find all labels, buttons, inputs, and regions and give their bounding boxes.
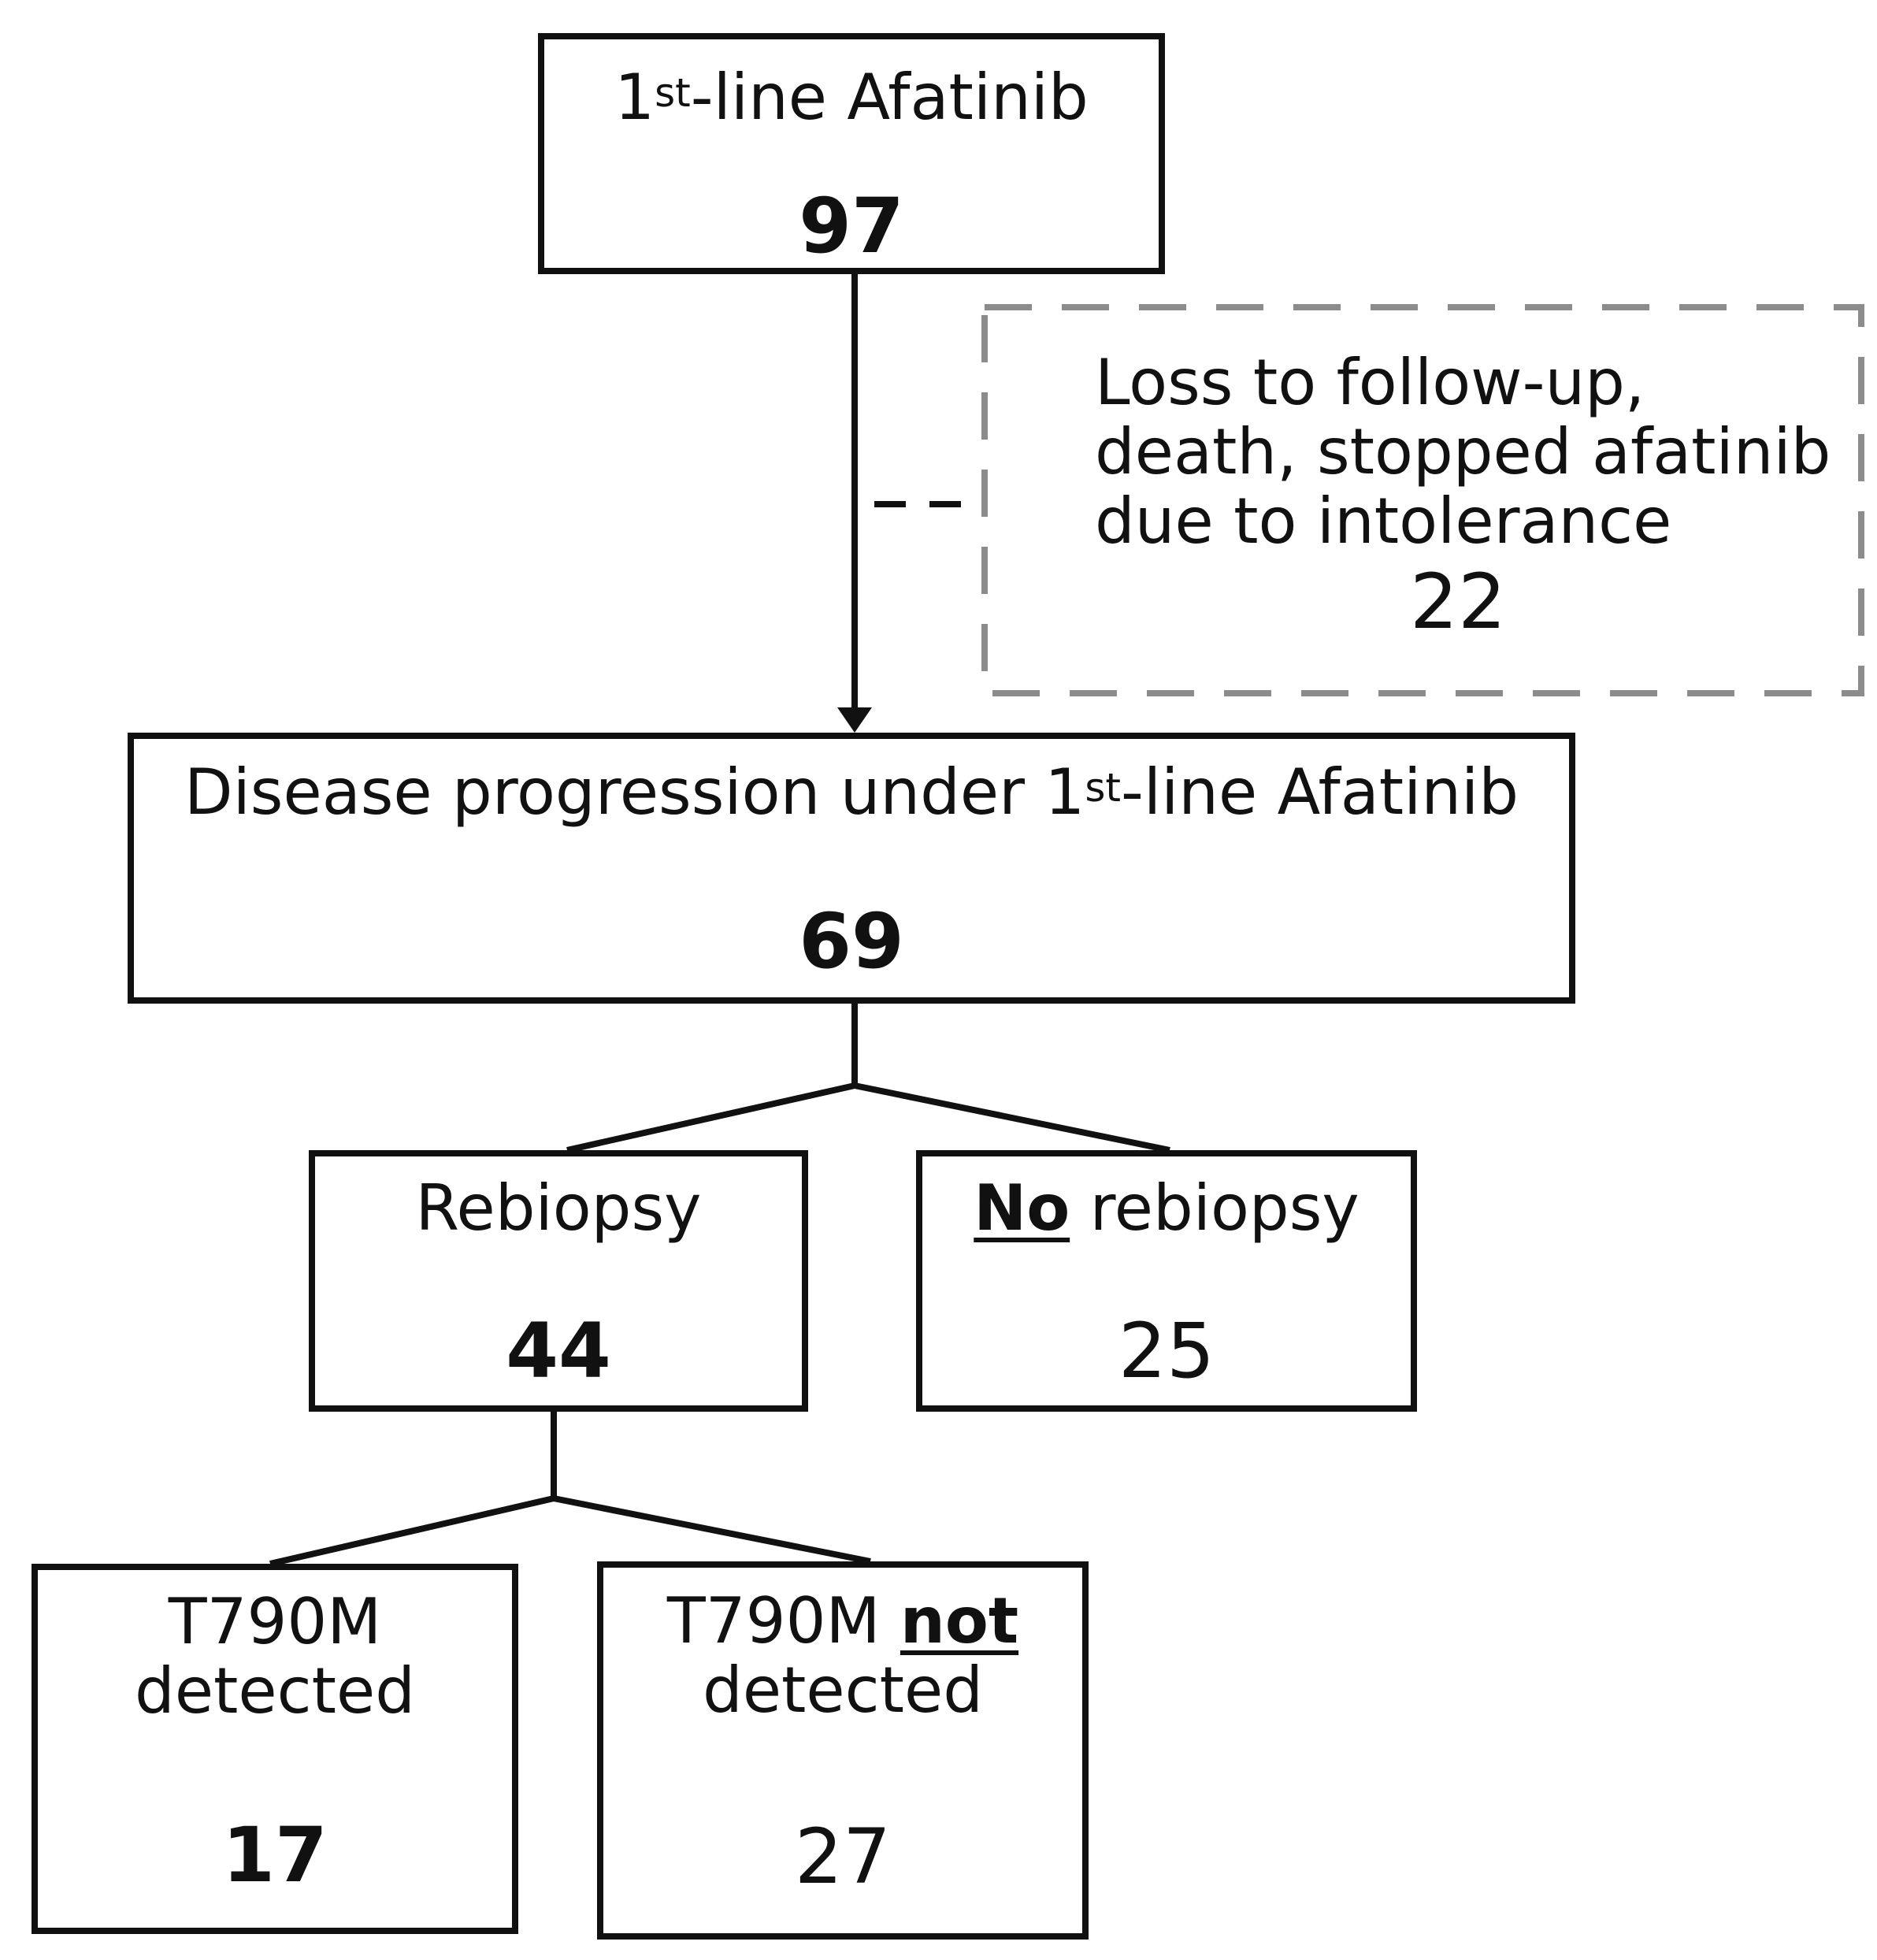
not-emphasis: not [900, 1584, 1019, 1657]
split-branch-not-detected [553, 1495, 871, 1565]
t790m-not-detected-count: 27 [794, 1813, 892, 1901]
disease-progression-label: Disease progression under 1st-line Afati… [184, 755, 1519, 829]
rebiopsy-count: 44 [506, 1307, 611, 1395]
exclusion-line-2: death, stopped afatinib [1095, 415, 1831, 488]
exclusion-box: Loss to follow-up, death, stopped afatin… [985, 307, 1861, 693]
first-line-afatinib-label: 1st-line Afatinib [614, 61, 1089, 134]
arrow-head [837, 707, 872, 733]
t790m-detected-count: 17 [222, 1811, 328, 1899]
exclusion-line-1: Loss to follow-up, [1095, 346, 1645, 419]
rebiopsy-box: Rebiopsy 44 [309, 1150, 808, 1412]
exclusion-line-3: due to intolerance [1095, 484, 1672, 558]
t790m-detected-line-1: T790M [168, 1585, 382, 1658]
t790m-not-detected-line-1: T790M not [666, 1584, 1019, 1657]
exclusion-count: 22 [1410, 558, 1507, 646]
no-rebiopsy-count: 25 [1118, 1307, 1215, 1395]
disease-progression-count: 69 [799, 897, 904, 986]
first-line-afatinib-count: 97 [799, 182, 904, 270]
t790m-not-detected-line-2: detected [703, 1654, 983, 1727]
no-rebiopsy-label: No rebiopsy [974, 1171, 1360, 1245]
split-branch-detected [269, 1495, 555, 1567]
rebiopsy-label: Rebiopsy [415, 1171, 702, 1245]
split-branch-rebiopsy [566, 1082, 855, 1153]
t790m-detected-box: T790M detected 17 [32, 1564, 518, 1934]
no-rebiopsy-emphasis: No [974, 1171, 1070, 1245]
no-rebiopsy-box: No rebiopsy 25 [916, 1150, 1417, 1412]
first-line-afatinib-box: 1st-line Afatinib 97 [538, 33, 1165, 274]
exclusion-frame [981, 304, 1864, 696]
disease-progression-box: Disease progression under 1st-line Afati… [128, 733, 1575, 1004]
t790m-not-detected-box: T790M not detected 27 [597, 1561, 1089, 1940]
t790m-detected-line-2: detected [135, 1654, 415, 1728]
split-branch-no-rebiopsy [854, 1082, 1170, 1153]
